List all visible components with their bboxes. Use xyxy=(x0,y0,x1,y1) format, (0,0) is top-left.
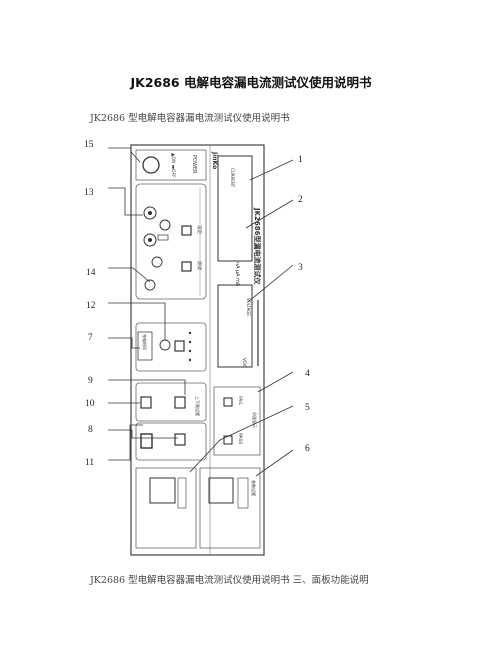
fail-lamp xyxy=(223,397,233,407)
callout-7: 7 xyxy=(88,333,93,343)
callout-3: 3 xyxy=(298,263,303,273)
negative-terminal[interactable] xyxy=(143,233,157,247)
callout-8: 8 xyxy=(88,425,93,435)
test-label: 测试 xyxy=(196,261,203,270)
voltage-display: VOLTAGE VDC xyxy=(217,284,259,368)
limit-display xyxy=(149,477,176,504)
test-button[interactable] xyxy=(181,261,192,272)
discharge-jack[interactable] xyxy=(151,256,163,268)
sort-button[interactable] xyxy=(140,433,153,449)
positive-terminal[interactable] xyxy=(143,206,157,220)
judge-indicator: FAIL PASS 分选显示 xyxy=(213,386,261,456)
setting-button[interactable] xyxy=(181,225,192,236)
charge-time-label: 充电时间 xyxy=(142,334,148,350)
unit-ma: mA xyxy=(234,278,240,287)
unit-na: nA xyxy=(234,262,240,269)
charge-button[interactable] xyxy=(174,340,185,352)
lower-limit-button[interactable] xyxy=(174,396,186,409)
power-label: POWER xyxy=(191,155,197,174)
callout-6: 6 xyxy=(305,444,310,454)
callout-10: 10 xyxy=(85,399,95,409)
callout-9: 9 xyxy=(88,376,93,386)
on-off-label: ▲ON ▬OFF xyxy=(170,153,176,178)
voltage-knob[interactable] xyxy=(159,339,171,351)
power-switch[interactable] xyxy=(142,156,160,174)
model-label: JK2686型漏电流测试仪 xyxy=(253,207,262,286)
callout-12: 12 xyxy=(86,301,96,311)
document-subtitle: JK2686 型电解电容器漏电流测试仪使用说明书 xyxy=(90,113,290,124)
current-display: JinKo CURRENT nA μA mA JK2686型漏电流测试仪 xyxy=(211,151,262,287)
terminal-section: 设定 测试 xyxy=(135,183,207,300)
limit-label: 上下限设置 xyxy=(195,396,201,416)
panel-outer-frame xyxy=(130,144,265,556)
power-section: POWER ▲ON ▬OFF xyxy=(135,149,207,181)
setting-label: 设定 xyxy=(196,225,203,234)
lower-displays: 参数设置 xyxy=(135,467,261,549)
section-caption: JK2686 型电解电容器漏电流测试仪使用说明书 三、面板功能说明 xyxy=(90,575,369,586)
voltage-label: VOLTAGE xyxy=(246,298,251,316)
callout-lines xyxy=(108,147,294,477)
limit-section: 上下限设置 xyxy=(135,382,207,461)
callout-14: 14 xyxy=(86,268,96,278)
param-display xyxy=(208,477,234,504)
charge-section: 充电时间 xyxy=(135,322,207,372)
callout-11: 11 xyxy=(85,458,94,468)
unit-ua: μA xyxy=(234,270,240,277)
vdc-label: VDC xyxy=(241,358,247,368)
callout-1: 1 xyxy=(298,155,303,165)
callout-5: 5 xyxy=(305,403,310,413)
discharge-button[interactable] xyxy=(174,433,186,446)
fail-label: FAIL xyxy=(237,396,243,406)
current-label: CURRENT xyxy=(230,168,235,188)
pass-label: PASS xyxy=(237,433,243,444)
brand-label: JinKo xyxy=(211,151,218,169)
document-title: JK2686 电解电容漏电流测试仪使用说明书 xyxy=(130,75,372,90)
judge-label: 分选显示 xyxy=(252,412,258,428)
param-set-label: 参数设置 xyxy=(251,480,257,496)
ground-terminal[interactable] xyxy=(144,279,156,291)
upper-limit-button[interactable] xyxy=(140,396,152,409)
callout-13: 13 xyxy=(84,188,94,198)
terminal-jack[interactable] xyxy=(159,219,171,231)
callout-4: 4 xyxy=(305,369,310,379)
callout-15: 15 xyxy=(84,140,94,150)
callout-2: 2 xyxy=(298,195,303,205)
